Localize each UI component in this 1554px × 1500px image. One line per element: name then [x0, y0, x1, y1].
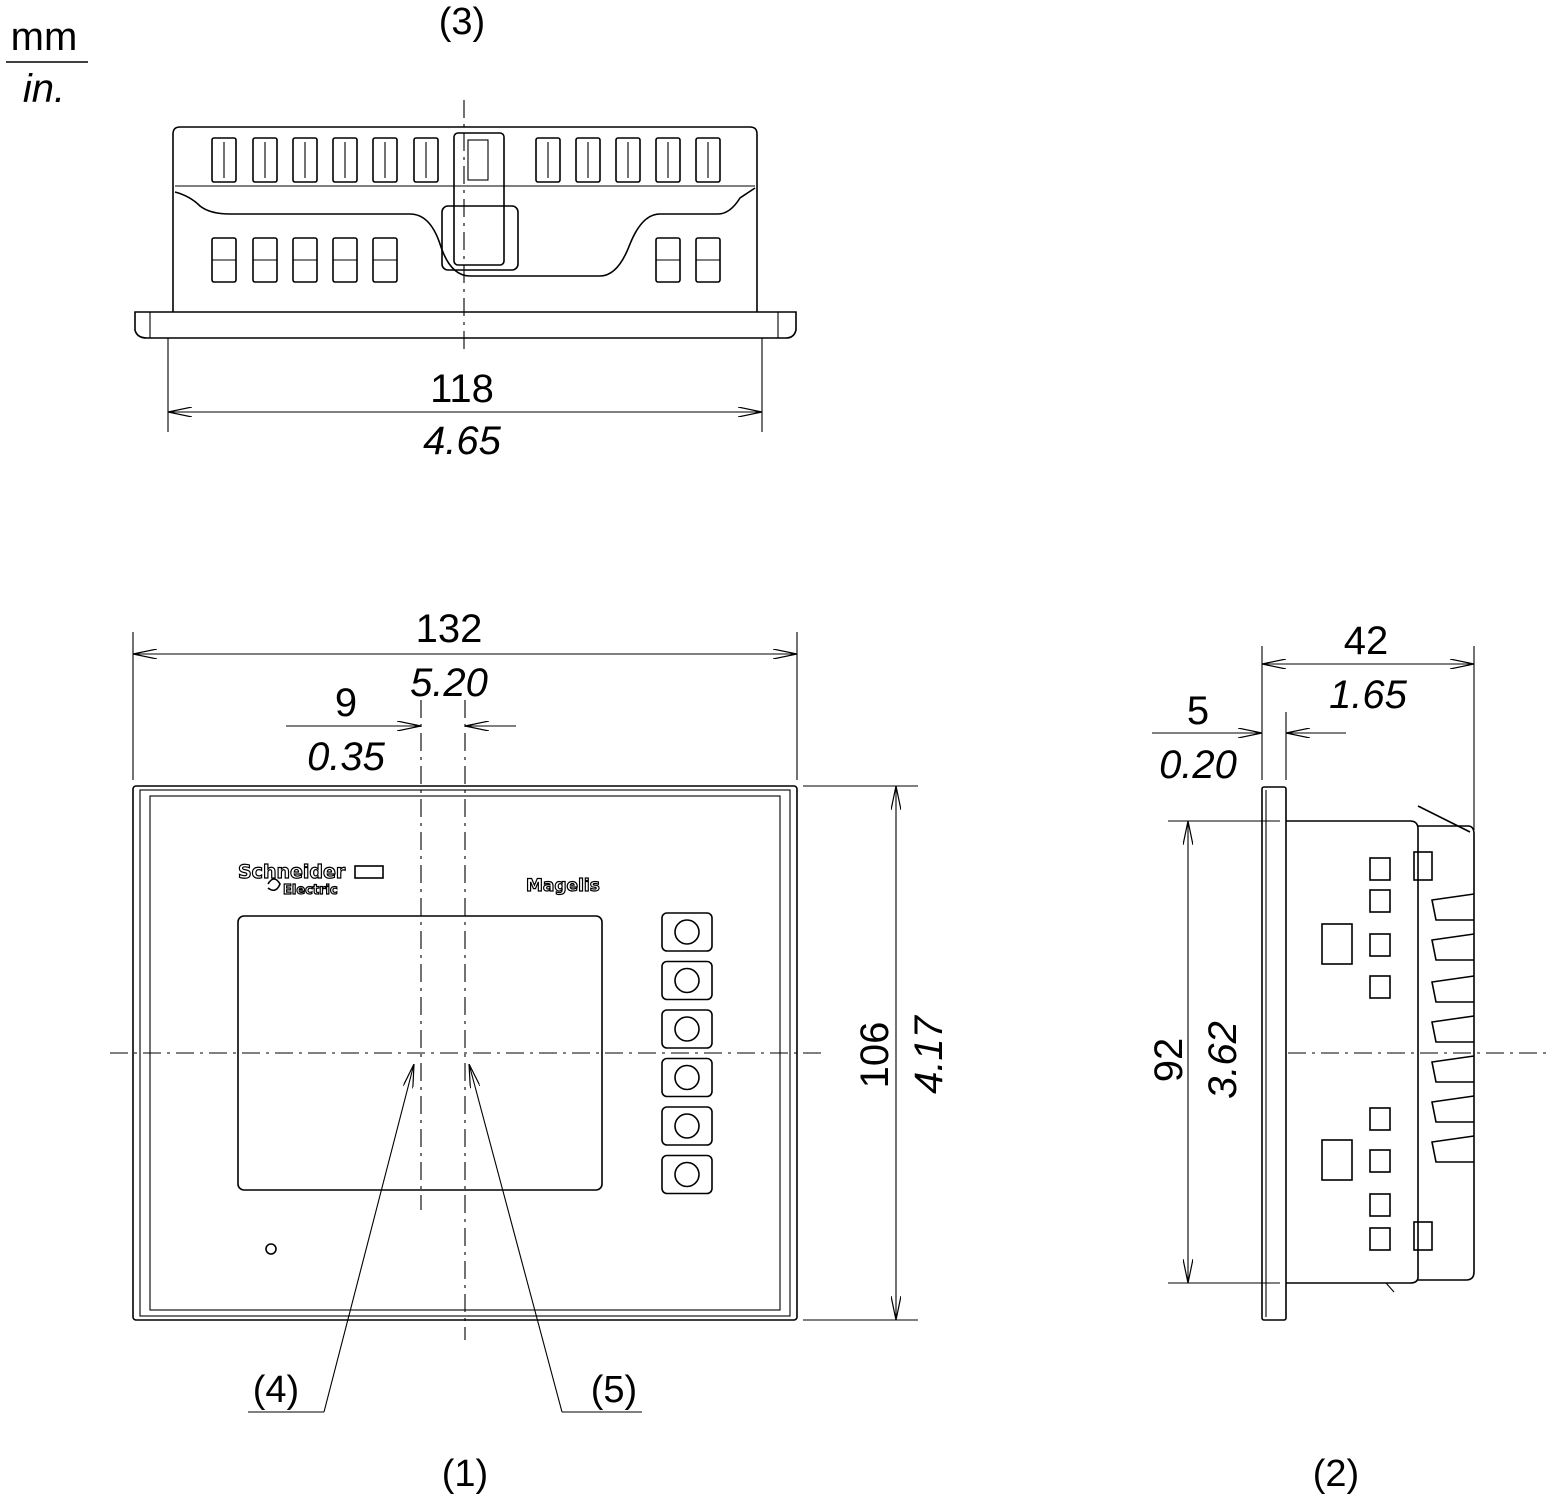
- dim-side-height-in: 3.62: [1201, 1021, 1245, 1099]
- dim-top-width-mm: 118: [430, 367, 494, 411]
- dim-offset-mm: 9: [335, 681, 357, 725]
- function-key-4[interactable]: [661, 1057, 713, 1098]
- dim-side-depth-in: 1.65: [1329, 673, 1408, 717]
- side-clip-bottom: [1321, 1139, 1353, 1181]
- callout-5-label: (5): [591, 1369, 637, 1411]
- brand-logo-line2: Electric: [283, 883, 338, 898]
- top-vent-upper-4: [372, 137, 398, 183]
- front-view: Schneider Electric Magelis 132 5.20 9 0.…: [110, 607, 951, 1495]
- function-key-3[interactable]: [661, 1009, 713, 1049]
- top-vent-upper-10: [695, 137, 721, 183]
- side-vent-2: [1369, 933, 1391, 957]
- side-vent-3: [1369, 975, 1391, 999]
- function-key-6-circle-icon: [674, 1161, 700, 1188]
- top-flange: [134, 311, 797, 339]
- dim-front-width-mm: 132: [416, 607, 483, 651]
- top-vent-upper-9: [655, 137, 681, 183]
- view-label-side: (2): [1313, 1453, 1359, 1495]
- side-body: [1286, 820, 1419, 1284]
- side-top-bevel: [1417, 805, 1471, 833]
- dim-front-width-in: 5.20: [410, 661, 488, 705]
- top-vent-upper-7: [575, 137, 601, 183]
- side-rib-0: [1431, 893, 1475, 921]
- side-rib-1: [1431, 933, 1475, 961]
- callout-4-leader: [323, 1064, 414, 1413]
- function-key-5-circle-icon: [674, 1113, 700, 1139]
- brand-logo-box: [354, 865, 384, 879]
- top-clip-arm: [453, 132, 505, 266]
- side-vent-1: [1369, 889, 1391, 913]
- dim-bezel-in: 0.20: [1159, 743, 1237, 787]
- top-vent-upper-1: [252, 137, 278, 183]
- side-rib-2: [1431, 975, 1475, 1003]
- top-vent-slots: [211, 137, 721, 283]
- function-key-3-circle-icon: [674, 1016, 700, 1042]
- side-corner-tab-0: [1413, 851, 1433, 881]
- side-rib-3: [1431, 1015, 1475, 1043]
- side-vent-4: [1369, 1107, 1391, 1131]
- top-vent-upper-6: [535, 137, 561, 183]
- dim-side-height-mm: 92: [1147, 1038, 1191, 1083]
- top-vent-upper-2: [292, 137, 318, 183]
- dim-side-depth-mm: 42: [1344, 619, 1389, 663]
- function-key-4-circle-icon: [674, 1064, 700, 1091]
- side-rib-5: [1431, 1095, 1475, 1123]
- dim-offset-in: 0.35: [307, 735, 386, 779]
- function-key-1[interactable]: [661, 912, 713, 952]
- top-vent-upper-5: [413, 137, 439, 183]
- side-vent-0: [1369, 857, 1391, 881]
- callout-4-label: (4): [253, 1369, 299, 1411]
- units-mm-label: mm: [11, 15, 78, 59]
- side-bezel: [1261, 786, 1287, 1321]
- side-clip-top: [1321, 923, 1353, 965]
- function-key-5[interactable]: [661, 1106, 713, 1146]
- side-rib-6: [1431, 1135, 1475, 1163]
- units-in-label: in.: [23, 67, 65, 111]
- top-view: (3) 118 4.65: [134, 1, 797, 463]
- dim-bezel-mm: 5: [1187, 689, 1209, 733]
- top-clip-outer: [441, 205, 519, 271]
- dim-front-height-mm: 106: [853, 1022, 897, 1089]
- brand-logo-mark-icon: [267, 878, 281, 892]
- side-rear-housing: [1418, 825, 1475, 1281]
- front-led-icon: [265, 1243, 277, 1255]
- function-key-2-circle-icon: [674, 967, 700, 994]
- function-key-2[interactable]: [661, 960, 713, 1001]
- side-corner-tab-1: [1413, 1221, 1433, 1251]
- front-display-window: [237, 915, 603, 1191]
- view-label-front: (1): [442, 1453, 488, 1495]
- brand-logo-line1: Schneider: [238, 861, 346, 883]
- view-label-top: (3): [439, 1, 485, 43]
- top-contour: [174, 187, 756, 277]
- side-vent-6: [1369, 1193, 1391, 1217]
- callout-5-leader: [469, 1064, 563, 1413]
- side-vent-ribs: [1369, 851, 1475, 1251]
- top-vent-upper-0: [211, 137, 237, 183]
- side-vent-7: [1369, 1227, 1391, 1251]
- top-vent-upper-3: [332, 137, 358, 183]
- units-legend: mm in.: [6, 15, 88, 111]
- top-housing: [172, 126, 758, 312]
- dim-front-height-in: 4.17: [907, 1014, 951, 1094]
- front-function-keys: [661, 912, 713, 1195]
- side-rib-4: [1431, 1055, 1475, 1083]
- side-bottom-foot: [1385, 1282, 1395, 1293]
- top-vent-upper-8: [615, 137, 641, 183]
- side-view: 42 1.65 5 0.20 92 3.62 (2): [1147, 619, 1552, 1495]
- function-key-1-circle-icon: [674, 919, 700, 945]
- side-vent-5: [1369, 1149, 1391, 1173]
- function-key-6[interactable]: [661, 1154, 713, 1195]
- dim-top-width-in: 4.65: [423, 419, 502, 463]
- top-clip-tab: [467, 139, 489, 181]
- product-logo: Magelis: [526, 876, 600, 896]
